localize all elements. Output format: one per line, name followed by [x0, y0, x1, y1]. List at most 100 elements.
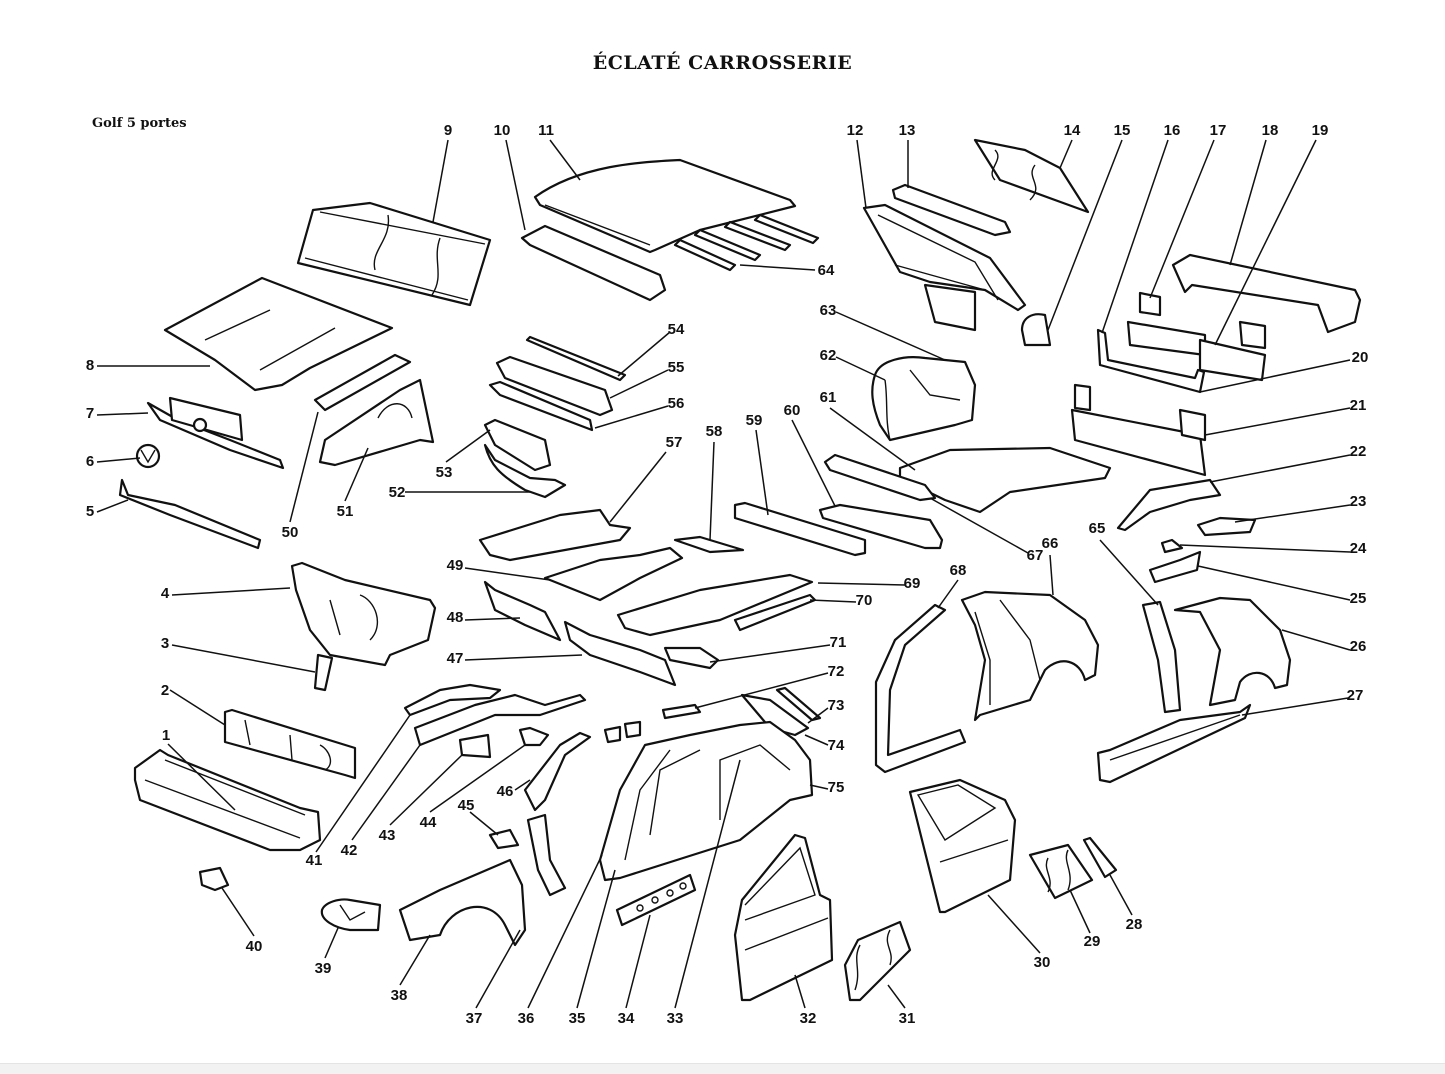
- callout-label-67[interactable]: 67: [1027, 547, 1044, 564]
- part-tail-light-housing[interactable]: [1020, 313, 1052, 347]
- part-front-wing[interactable]: [398, 858, 527, 947]
- part-rear-panel-assembly[interactable]: [1096, 291, 1267, 394]
- callout-label-38[interactable]: 38: [391, 987, 408, 1004]
- callout-label-66[interactable]: 66: [1042, 535, 1059, 552]
- part-b-pillar-outer[interactable]: [1141, 600, 1182, 714]
- callout-label-33[interactable]: 33: [667, 1010, 684, 1027]
- part-radiator-grille[interactable]: [146, 396, 285, 470]
- callout-label-39[interactable]: 39: [315, 960, 332, 977]
- callout-label-72[interactable]: 72: [828, 663, 845, 680]
- part-rear-floor[interactable]: [823, 446, 1112, 514]
- callout-label-56[interactable]: 56: [668, 395, 685, 412]
- callout-label-8[interactable]: 8: [86, 357, 94, 374]
- callout-label-12[interactable]: 12: [847, 122, 864, 139]
- callout-label-68[interactable]: 68: [950, 562, 967, 579]
- part-front-door[interactable]: [733, 833, 834, 1002]
- part-roof-crossmember[interactable]: [520, 224, 667, 302]
- part-bumper-reinforcement[interactable]: [223, 708, 357, 780]
- callout-label-35[interactable]: 35: [569, 1010, 586, 1027]
- callout-label-20[interactable]: 20: [1352, 349, 1369, 366]
- callout-label-3[interactable]: 3: [161, 635, 169, 652]
- callout-label-70[interactable]: 70: [856, 592, 873, 609]
- callout-label-55[interactable]: 55: [668, 359, 685, 376]
- part-rear-door-glass[interactable]: [1028, 843, 1094, 900]
- callout-label-10[interactable]: 10: [494, 122, 511, 139]
- callout-label-45[interactable]: 45: [458, 797, 475, 814]
- callout-label-18[interactable]: 18: [1262, 122, 1279, 139]
- callout-label-25[interactable]: 25: [1350, 590, 1367, 607]
- callout-label-23[interactable]: 23: [1350, 493, 1367, 510]
- callout-label-26[interactable]: 26: [1350, 638, 1367, 655]
- part-bulkhead-assembly[interactable]: [488, 335, 627, 432]
- callout-label-30[interactable]: 30: [1034, 954, 1051, 971]
- part-floor-bracket[interactable]: [673, 535, 745, 554]
- part-headlight[interactable]: [320, 898, 382, 932]
- part-rear-brackets[interactable]: [661, 686, 822, 737]
- part-tailgate-spoiler[interactable]: [891, 183, 1012, 237]
- callout-label-71[interactable]: 71: [830, 634, 847, 651]
- callout-label-19[interactable]: 19: [1312, 122, 1329, 139]
- callout-label-11[interactable]: 11: [538, 122, 554, 139]
- part-tailgate[interactable]: [862, 203, 1027, 332]
- part-front-bumper[interactable]: [133, 748, 322, 852]
- callout-label-24[interactable]: 24: [1350, 540, 1367, 557]
- callout-label-34[interactable]: 34: [618, 1010, 635, 1027]
- part-rear-side-members[interactable]: [1116, 478, 1257, 584]
- part-rear-quarter-panel[interactable]: [1173, 596, 1292, 707]
- part-roof-panel[interactable]: [533, 158, 797, 254]
- callout-label-17[interactable]: 17: [1210, 122, 1227, 139]
- callout-label-58[interactable]: 58: [706, 423, 723, 440]
- callout-label-6[interactable]: 6: [86, 453, 94, 470]
- part-lower-trim[interactable]: [118, 478, 262, 550]
- callout-label-47[interactable]: 47: [447, 650, 464, 667]
- callout-label-75[interactable]: 75: [828, 779, 845, 796]
- callout-label-54[interactable]: 54: [668, 321, 685, 338]
- part-lock-carrier-strut[interactable]: [313, 653, 334, 692]
- callout-label-7[interactable]: 7: [86, 405, 94, 422]
- part-side-member[interactable]: [818, 503, 944, 550]
- part-front-longitudinal[interactable]: [403, 683, 587, 747]
- callout-label-43[interactable]: 43: [379, 827, 396, 844]
- callout-label-63[interactable]: 63: [820, 302, 837, 319]
- callout-label-9[interactable]: 9: [444, 122, 452, 139]
- callout-label-27[interactable]: 27: [1347, 687, 1364, 704]
- callout-label-1[interactable]: 1: [162, 727, 170, 744]
- part-rear-wheel-arch[interactable]: [871, 356, 977, 442]
- callout-label-50[interactable]: 50: [282, 524, 299, 541]
- callout-label-41[interactable]: 41: [306, 852, 323, 869]
- callout-label-48[interactable]: 48: [447, 609, 464, 626]
- part-front-side-members[interactable]: [483, 580, 677, 687]
- callout-label-36[interactable]: 36: [518, 1010, 535, 1027]
- part-rear-door[interactable]: [908, 778, 1017, 914]
- callout-label-42[interactable]: 42: [341, 842, 358, 859]
- callout-label-15[interactable]: 15: [1114, 122, 1131, 139]
- part-front-pillar-outer[interactable]: [874, 603, 967, 774]
- callout-label-32[interactable]: 32: [800, 1010, 817, 1027]
- callout-label-14[interactable]: 14: [1064, 122, 1081, 139]
- callout-label-64[interactable]: 64: [818, 262, 835, 279]
- callout-label-28[interactable]: 28: [1126, 916, 1143, 933]
- callout-label-46[interactable]: 46: [497, 783, 514, 800]
- callout-label-53[interactable]: 53: [436, 464, 453, 481]
- callout-label-74[interactable]: 74: [828, 737, 845, 754]
- callout-label-65[interactable]: 65: [1089, 520, 1106, 537]
- callout-label-69[interactable]: 69: [904, 575, 921, 592]
- callout-label-57[interactable]: 57: [666, 434, 683, 451]
- part-front-panel[interactable]: [290, 561, 437, 667]
- part-inner-wing[interactable]: [313, 353, 435, 467]
- part-sill-panel[interactable]: [1096, 703, 1252, 784]
- part-front-door-glass[interactable]: [843, 920, 912, 1002]
- callout-label-60[interactable]: 60: [784, 402, 801, 419]
- part-scuttle-panel[interactable]: [483, 418, 567, 499]
- callout-label-22[interactable]: 22: [1350, 443, 1367, 460]
- part-side-floor[interactable]: [616, 573, 817, 637]
- callout-label-2[interactable]: 2: [161, 682, 169, 699]
- callout-label-31[interactable]: 31: [899, 1010, 916, 1027]
- callout-label-52[interactable]: 52: [389, 484, 406, 501]
- callout-label-49[interactable]: 49: [447, 557, 464, 574]
- callout-label-40[interactable]: 40: [246, 938, 263, 955]
- callout-label-59[interactable]: 59: [746, 412, 763, 429]
- callout-label-21[interactable]: 21: [1350, 397, 1367, 414]
- part-inner-side-panel[interactable]: [598, 720, 814, 882]
- part-indicator-light[interactable]: [198, 866, 230, 892]
